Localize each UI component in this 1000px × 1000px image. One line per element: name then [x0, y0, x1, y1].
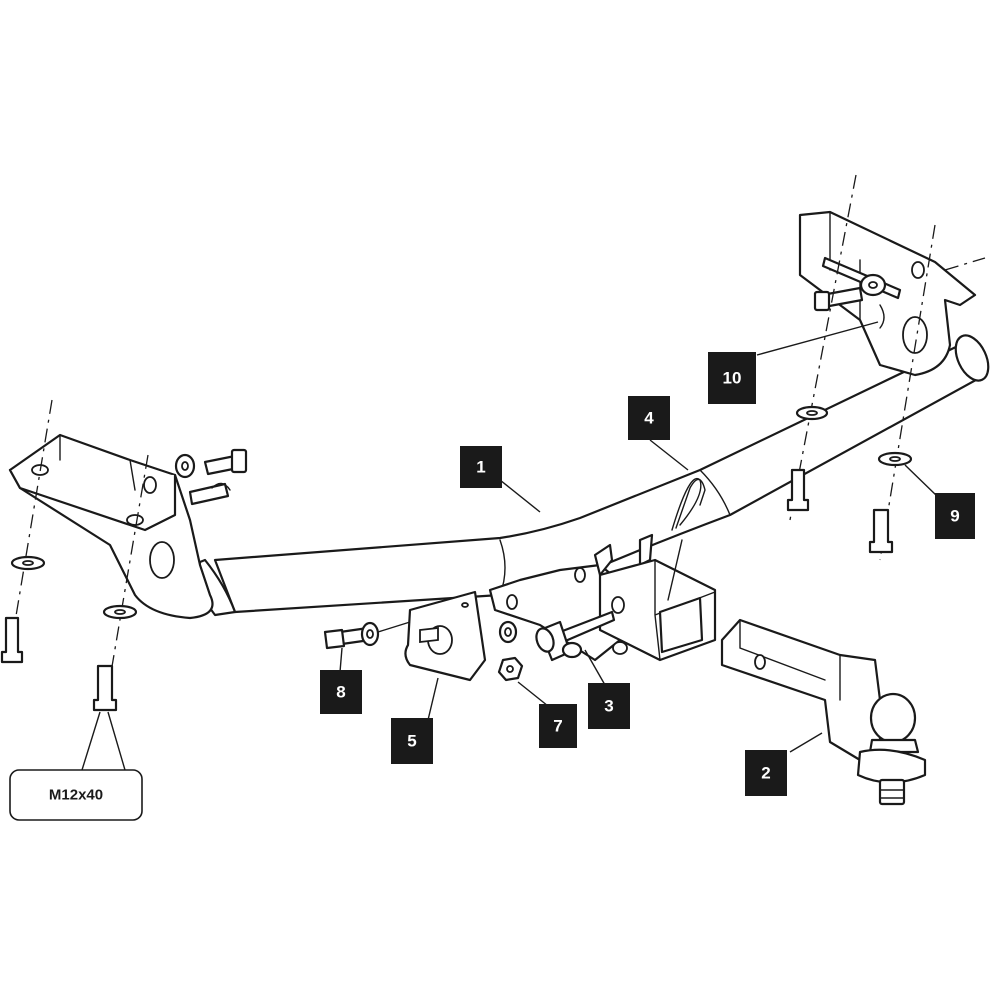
callout-5: 5	[391, 718, 433, 764]
hitch-pin	[535, 610, 616, 662]
left-bolts-group	[0, 399, 149, 712]
left-bolt-2	[92, 664, 118, 712]
callout-1-label: 1	[476, 458, 485, 477]
leader-1	[499, 479, 541, 513]
callout-3: 3	[588, 683, 630, 729]
callout-1: 1	[460, 446, 502, 488]
socket-plate	[404, 590, 487, 682]
right-bolts-group	[786, 174, 986, 561]
leader-7	[517, 681, 549, 707]
ball-mount	[720, 618, 927, 806]
callout-8-label: 8	[336, 683, 345, 702]
callout-8: 8	[320, 670, 362, 714]
callout-9: 9	[935, 493, 975, 539]
leader-9	[904, 464, 939, 498]
callout-10: 10	[708, 352, 756, 404]
right-bolt-1	[786, 468, 810, 512]
leader-10	[756, 321, 879, 356]
receiver-hitch	[488, 533, 717, 662]
nut-7	[497, 620, 524, 682]
spring-clip	[667, 477, 706, 601]
leader-spec	[81, 711, 126, 771]
callout-7-label: 7	[553, 717, 562, 736]
left-bolt-1	[0, 616, 24, 664]
callout-4-label: 4	[644, 409, 654, 428]
bolt-spec-label: M12x40	[9, 769, 143, 821]
callout-3-label: 3	[604, 697, 613, 716]
callout-2: 2	[745, 750, 787, 796]
callout-9-label: 9	[950, 507, 959, 526]
callout-5-label: 5	[407, 732, 416, 751]
tow-ball	[869, 692, 917, 744]
callout-10-label: 10	[723, 369, 742, 388]
right-bolt-2	[868, 508, 894, 554]
callout-4: 4	[628, 396, 670, 440]
leader-8	[339, 647, 343, 673]
callout-7: 7	[539, 704, 577, 748]
callout-2-label: 2	[761, 764, 770, 783]
bolt-spec-text: M12x40	[49, 787, 103, 804]
left-mounting-bracket	[8, 433, 248, 620]
leader-2	[789, 732, 823, 753]
bolt-8	[323, 621, 411, 650]
leader-5	[427, 677, 439, 721]
leader-4	[649, 439, 689, 471]
leader-lines	[81, 321, 939, 771]
leader-3	[584, 649, 606, 686]
right-mounting-bracket	[798, 210, 977, 377]
